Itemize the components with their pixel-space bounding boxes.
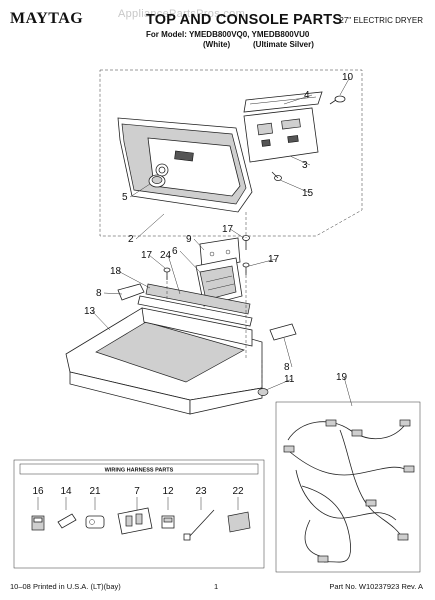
harness-callout-layer: 16 14 21 7 12 23 22: [32, 486, 244, 510]
variant-white: (White): [203, 40, 231, 49]
harness-part-connector: [31, 515, 45, 531]
harness-part-small-connector: [161, 515, 175, 529]
callout-17: 17: [222, 224, 234, 235]
model-numbers: For Model: YMEDB800VQ0, YMEDB800VU0: [146, 30, 310, 39]
callout-9: 9: [186, 234, 192, 245]
callout-10: 10: [342, 72, 354, 83]
footer-page-number: 1: [214, 582, 219, 591]
harness-box-title: WIRING HARNESS PARTS: [105, 468, 174, 474]
callout-8: 8: [96, 288, 102, 299]
harness-part-terminal: [85, 515, 105, 529]
harness-part-clip: [57, 513, 77, 529]
harness-callout-14: 14: [60, 486, 72, 497]
callout-leader-line: [343, 376, 353, 407]
callout-8: 8: [284, 362, 290, 373]
callout-leader-line: [283, 337, 293, 368]
callout-17: 17: [141, 250, 153, 261]
console-trim-strip: [137, 283, 253, 327]
callout-4: 4: [304, 90, 310, 101]
callout-leader-line: [248, 258, 277, 267]
callout-6: 6: [172, 246, 178, 257]
callout-leader-line: [229, 228, 245, 239]
switch-housing: [195, 257, 243, 307]
callout-5: 5: [122, 192, 128, 203]
console-panel: [117, 117, 253, 213]
harness-callout-16: 16: [32, 486, 44, 497]
callout-19: 19: [336, 372, 348, 383]
callout-leader-line: [193, 238, 205, 251]
end-bracket-left: [117, 283, 145, 301]
footer-print-info: 10–08 Printed in U.S.A. (LT)(bay): [10, 582, 121, 591]
callout-13: 13: [84, 306, 96, 317]
watermark: AppliancePartsPros.com: [118, 8, 246, 20]
variant-silver: (Ultimate Silver): [253, 40, 314, 49]
top-panel: [65, 307, 263, 415]
end-bracket-right: [269, 323, 297, 341]
harness-callout-23: 23: [195, 486, 207, 497]
callout-leader-line: [117, 270, 151, 289]
callout-leader-line: [167, 254, 181, 295]
page-title: TOP AND CONSOLE PARTS: [146, 12, 343, 28]
mounting-bracket: [243, 91, 323, 113]
harness-part-terminal-block: [117, 507, 153, 535]
callout-24: 24: [160, 250, 172, 261]
screw-15: [271, 171, 282, 181]
callout-11: 11: [284, 374, 295, 385]
harness-part-housing: [227, 511, 251, 533]
callout-18: 18: [110, 266, 122, 277]
harness-callout-7: 7: [134, 486, 140, 497]
brand-logo: MAYTAG: [10, 10, 84, 27]
callout-leader-line: [91, 310, 111, 331]
console-knob: [148, 174, 166, 188]
screw-10: [329, 95, 346, 105]
control-board: [243, 107, 319, 163]
bumper-foot: [257, 388, 269, 396]
callout-leader-line: [135, 213, 165, 240]
callout-leader-line: [283, 94, 313, 105]
callout-leader-line: [279, 179, 311, 194]
callout-leader-line: [265, 378, 293, 391]
callout-15: 15: [302, 188, 314, 199]
screw-17-right: [242, 262, 250, 275]
callout-leader-line: [103, 292, 123, 295]
harness-callout-21: 21: [89, 486, 101, 497]
footer-part-number: Part No. W10237923 Rev. A: [329, 582, 423, 591]
callout-3: 3: [302, 160, 308, 171]
callout-leader-line: [148, 254, 166, 269]
callout-leader-line: [129, 183, 151, 198]
callout-leader-line: [289, 155, 311, 166]
callout-2: 2: [128, 234, 134, 245]
callout-leader-line: [339, 76, 351, 96]
harness-callout-12: 12: [162, 486, 174, 497]
harness-part-cable-tie: [183, 509, 215, 541]
wiring-harness: [275, 401, 421, 573]
callout-leader-line: [179, 250, 201, 273]
callout-17: 17: [268, 254, 280, 265]
harness-callout-22: 22: [232, 486, 244, 497]
product-type: 27" ELECTRIC DRYER: [339, 16, 423, 25]
wiring-harness-parts-box: WIRING HARNESS PARTS: [13, 459, 265, 569]
